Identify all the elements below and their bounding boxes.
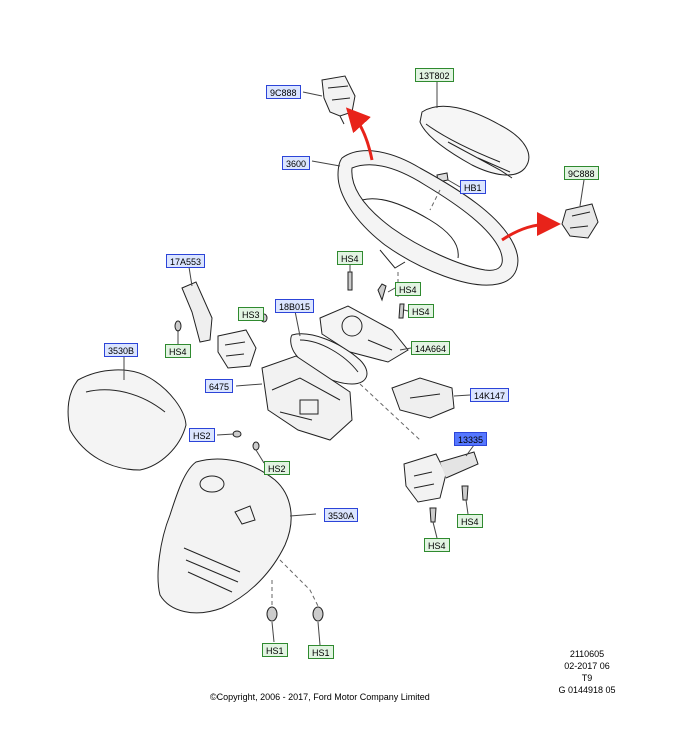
upper-column-shroud-3530b xyxy=(67,369,187,471)
driver-airbag-module-13t802 xyxy=(419,105,530,179)
callout-14a664[interactable]: 14A664 xyxy=(411,341,451,355)
reference-line-3: T9 xyxy=(581,673,593,683)
red-arrow-up xyxy=(345,107,374,161)
callout-hs2-left[interactable]: HS2 xyxy=(189,428,215,442)
callout-9c888-top[interactable]: 9C888 xyxy=(266,85,301,99)
steering-wheel-3600 xyxy=(337,150,519,286)
reference-line-2: 02-2017 06 xyxy=(564,661,610,671)
callout-hs2-lower[interactable]: HS2 xyxy=(264,461,290,475)
reference-line-1: 2110605 xyxy=(569,649,605,659)
callout-6475[interactable]: 6475 xyxy=(205,379,234,393)
callout-hb1[interactable]: HB1 xyxy=(460,180,486,194)
callout-14k147[interactable]: 14K147 xyxy=(470,388,510,402)
callout-hs4-low2[interactable]: HS4 xyxy=(424,538,450,552)
callout-hs1-right[interactable]: HS1 xyxy=(308,645,334,659)
red-arrow-right xyxy=(501,212,561,242)
screw-hs4-lower xyxy=(429,485,469,523)
callout-3530b[interactable]: 3530B xyxy=(104,343,139,357)
callout-hs3[interactable]: HS3 xyxy=(238,307,264,321)
reference-line-4: G 0144918 05 xyxy=(558,685,616,695)
callout-13t802[interactable]: 13T802 xyxy=(415,68,454,82)
callout-13335[interactable]: 13335 xyxy=(454,432,488,446)
column-lock-housing-6475 xyxy=(261,355,353,441)
callout-9c888-right[interactable]: 9C888 xyxy=(564,166,599,180)
leader-lines xyxy=(123,80,585,646)
lower-column-shroud-3530a xyxy=(157,458,292,614)
copyright-notice: ©Copyright, 2006 - 2017, Ford Motor Comp… xyxy=(210,692,430,702)
callout-3600[interactable]: 3600 xyxy=(282,156,311,170)
wiper-switch-17a553 xyxy=(181,281,257,369)
callout-18b015[interactable]: 18B015 xyxy=(275,299,315,313)
callout-hs4-mid[interactable]: HS4 xyxy=(395,282,421,296)
steering-angle-module-14a664 xyxy=(319,305,409,363)
removal-arrows xyxy=(345,107,561,242)
screw-hs4-upper xyxy=(347,271,405,319)
callout-hs4-left[interactable]: HS4 xyxy=(165,344,191,358)
callout-17a553[interactable]: 17A553 xyxy=(166,254,206,268)
diagram-reference-block: 2110605 02-2017 06 T9 G 0144918 05 xyxy=(542,648,632,696)
callout-hs4-upper[interactable]: HS4 xyxy=(337,251,363,265)
turn-signal-switch-13335 xyxy=(403,451,479,503)
callout-3530a[interactable]: 3530A xyxy=(324,508,359,522)
switch-14k147 xyxy=(391,377,455,419)
switch-module-9c888-right xyxy=(561,203,599,239)
switch-module-9c888-top xyxy=(321,75,356,125)
callout-hs4-low1[interactable]: HS4 xyxy=(457,514,483,528)
callout-hs4-right[interactable]: HS4 xyxy=(408,304,434,318)
screw-hs1 xyxy=(266,606,324,622)
callout-hs1-left[interactable]: HS1 xyxy=(262,643,288,657)
